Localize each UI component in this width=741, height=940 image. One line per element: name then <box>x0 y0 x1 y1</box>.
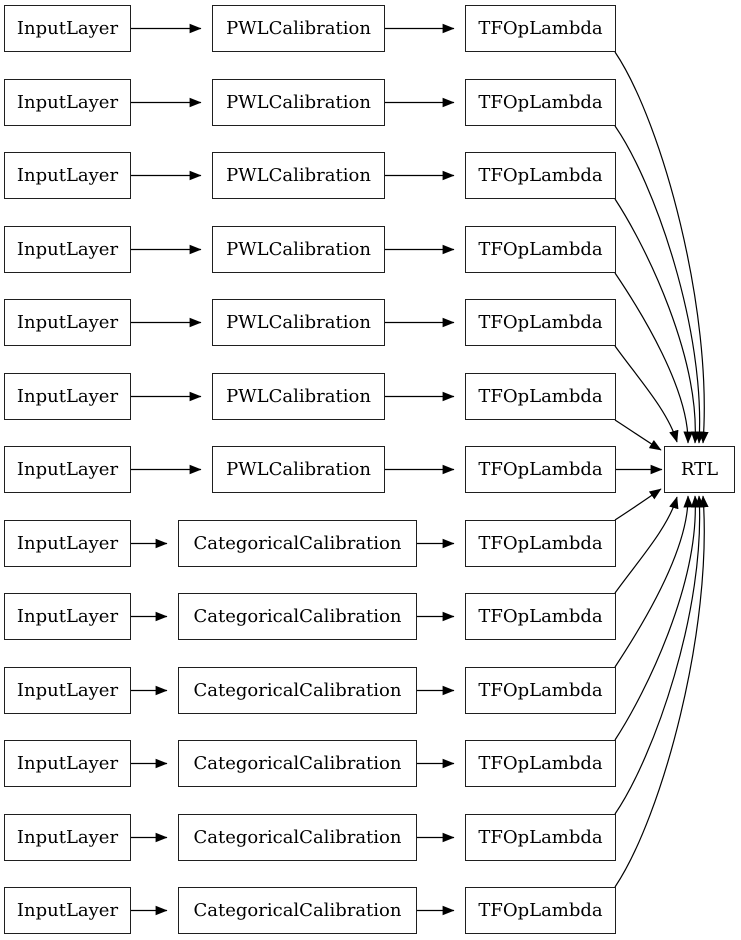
edge-lambda-rtl-12 <box>614 495 705 815</box>
node-input-layer-3: InputLayer <box>4 152 131 199</box>
node-input-layer-13: InputLayer <box>4 887 131 934</box>
node-input-layer-10: InputLayer <box>4 667 131 714</box>
node-tf-op-lambda-8: TFOpLambda <box>465 520 616 567</box>
node-input-layer-11: InputLayer <box>4 740 131 787</box>
node-pwl-calibration-4: PWLCalibration <box>212 226 385 273</box>
node-tf-op-lambda-7: TFOpLambda <box>465 446 616 493</box>
edge-lambda-rtl-9 <box>614 496 679 594</box>
node-tf-op-lambda-5: TFOpLambda <box>465 299 616 346</box>
node-categorical-calibration-13: CategoricalCalibration <box>178 887 417 934</box>
node-pwl-calibration-1: PWLCalibration <box>212 5 385 52</box>
node-tf-op-lambda-11: TFOpLambda <box>465 740 616 787</box>
node-categorical-calibration-10: CategoricalCalibration <box>178 667 417 714</box>
node-tf-op-lambda-10: TFOpLambda <box>465 667 616 714</box>
node-pwl-calibration-5: PWLCalibration <box>212 299 385 346</box>
node-input-layer-12: InputLayer <box>4 814 131 861</box>
edge-lambda-rtl-2 <box>614 125 705 444</box>
node-tf-op-lambda-4: TFOpLambda <box>465 226 616 273</box>
node-input-layer-8: InputLayer <box>4 520 131 567</box>
edge-lambda-rtl-10 <box>614 495 694 668</box>
edge-lambda-rtl-5 <box>614 345 679 443</box>
node-input-layer-7: InputLayer <box>4 446 131 493</box>
node-categorical-calibration-8: CategoricalCalibration <box>178 520 417 567</box>
node-tf-op-lambda-3: TFOpLambda <box>465 152 616 199</box>
node-rtl: RTL <box>664 446 735 493</box>
node-tf-op-lambda-6: TFOpLambda <box>465 373 616 420</box>
node-pwl-calibration-3: PWLCalibration <box>212 152 385 199</box>
edge-lambda-rtl-8 <box>614 488 662 521</box>
node-tf-op-lambda-13: TFOpLambda <box>465 887 616 934</box>
node-categorical-calibration-11: CategoricalCalibration <box>178 740 417 787</box>
node-input-layer-5: InputLayer <box>4 299 131 346</box>
node-pwl-calibration-2: PWLCalibration <box>212 79 385 126</box>
node-input-layer-4: InputLayer <box>4 226 131 273</box>
edge-lambda-rtl-4 <box>614 272 694 444</box>
node-categorical-calibration-12: CategoricalCalibration <box>178 814 417 861</box>
node-tf-op-lambda-9: TFOpLambda <box>465 593 616 640</box>
node-input-layer-1: InputLayer <box>4 5 131 52</box>
node-tf-op-lambda-12: TFOpLambda <box>465 814 616 861</box>
node-pwl-calibration-6: PWLCalibration <box>212 373 385 420</box>
node-input-layer-2: InputLayer <box>4 79 131 126</box>
edge-lambda-rtl-3 <box>614 198 701 444</box>
node-input-layer-9: InputLayer <box>4 593 131 640</box>
node-input-layer-6: InputLayer <box>4 373 131 420</box>
edge-lambda-rtl-6 <box>614 419 662 451</box>
edge-lambda-rtl-11 <box>614 495 701 741</box>
node-pwl-calibration-7: PWLCalibration <box>212 446 385 493</box>
node-tf-op-lambda-2: TFOpLambda <box>465 79 616 126</box>
node-tf-op-lambda-1: TFOpLambda <box>465 5 616 52</box>
edge-lambda-rtl-13 <box>614 495 709 888</box>
edge-lambda-rtl-1 <box>614 51 709 444</box>
node-categorical-calibration-9: CategoricalCalibration <box>178 593 417 640</box>
